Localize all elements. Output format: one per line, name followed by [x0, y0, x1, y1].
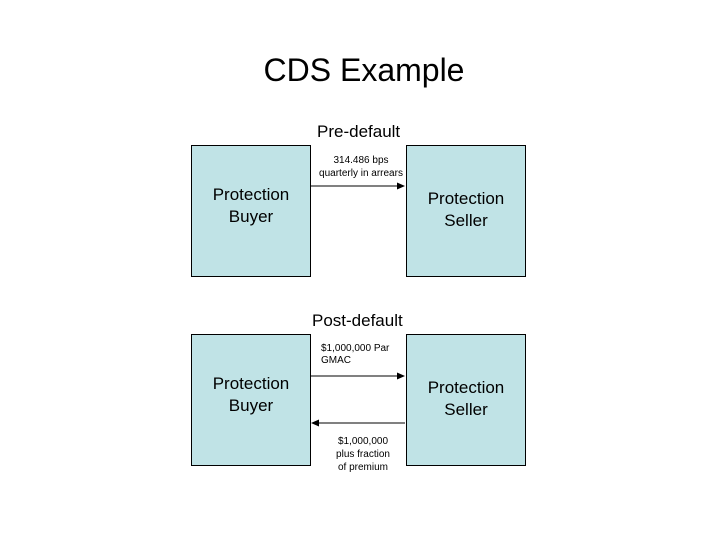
premium-payment-line1: 314.486 bps [333, 155, 389, 166]
slide-title: CDS Example [263, 52, 465, 88]
pre-default-seller-line2: Seller [444, 211, 488, 230]
post-default-seller-line2: Seller [444, 400, 488, 419]
arrow-seller-to-buyer-post [311, 419, 405, 427]
arrow-buyer-to-seller-pre [311, 182, 405, 190]
post-default-buyer-box: Protection Buyer [191, 334, 311, 466]
premium-payment-line2: quarterly in arrears [319, 168, 403, 179]
post-default-seller-line1: Protection [427, 378, 505, 397]
par-delivery-line1: $1,000,000 Par [321, 343, 390, 354]
pre-default-buyer-box: Protection Buyer [191, 145, 311, 277]
pre-default-buyer-line2: Buyer [228, 207, 274, 226]
pre-default-seller-box: Protection Seller [406, 145, 526, 277]
pre-default-label: Pre-default [317, 122, 401, 141]
pre-default-seller-line1: Protection [427, 189, 505, 208]
post-default-seller-box: Protection Seller [406, 334, 526, 466]
par-delivery-line2: GMAC [321, 355, 351, 366]
post-default-label: Post-default [312, 311, 403, 330]
settlement-payment-line2: plus fraction [336, 449, 390, 460]
pre-default-buyer-line1: Protection [212, 185, 290, 204]
post-default-buyer-line1: Protection [212, 374, 290, 393]
settlement-payment-line3: of premium [337, 462, 388, 473]
post-default-buyer-line2: Buyer [228, 396, 274, 415]
arrow-buyer-to-seller-post [311, 372, 405, 380]
settlement-payment-line1: $1,000,000 [337, 436, 389, 447]
